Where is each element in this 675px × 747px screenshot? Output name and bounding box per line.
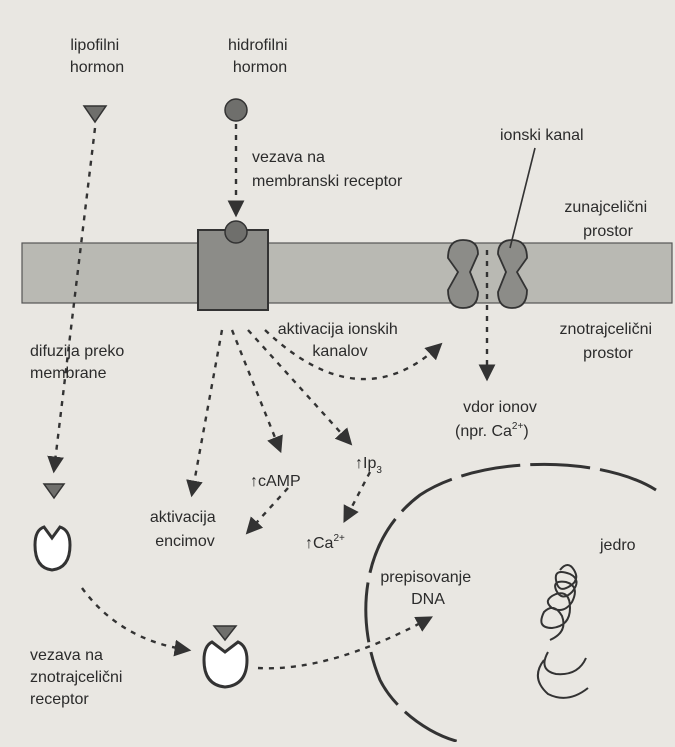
label-ion-influx-example: (npr. Ca2+) — [455, 421, 529, 440]
label-diffusion: difuzija preko membrane — [30, 343, 129, 382]
label-intracellular-space: znotrajcelični prostor — [560, 321, 657, 362]
label-dna-transcription: prepisovanje DNA — [380, 569, 475, 608]
bound-hydrophilic-hormone — [225, 221, 247, 243]
label-calcium: ↑Ca2+ — [305, 533, 345, 552]
arrow-receptor-binding — [82, 588, 188, 650]
nucleus-envelope — [366, 464, 656, 742]
bound-intracellular-receptor — [204, 642, 247, 687]
label-ion-influx: vdor ionov — [463, 399, 537, 416]
pathway-arrows — [54, 124, 487, 668]
label-intracellular-receptor-binding: vezava na znotrajcelični receptor — [30, 647, 127, 708]
label-hydrophilic: hidrofilni hormon — [228, 37, 292, 76]
label-nucleus: jedro — [599, 537, 636, 554]
hormone-intracellular — [44, 484, 64, 498]
label-camp: ↑cAMP — [250, 473, 301, 490]
arrow-transcription — [258, 618, 430, 668]
label-ion-channel: ionski kanal — [500, 127, 584, 144]
dna-strand — [538, 565, 588, 698]
intracellular-receptor — [35, 527, 70, 570]
arrow-camp — [232, 330, 280, 450]
arrow-enzymes — [192, 330, 222, 494]
hydrophilic-hormone — [225, 99, 247, 121]
hormone-bound-intracellular — [214, 626, 236, 640]
arrow-camp-enzymes — [248, 488, 288, 532]
label-ion-channel-activation: aktivacija ionskih kanalov — [278, 321, 403, 360]
ion-channel-pointer — [510, 148, 535, 248]
lipophilic-hormone — [84, 106, 106, 122]
arrow-ip3-ca — [345, 472, 370, 520]
label-membrane-receptor-binding: vezava na membranski receptor — [252, 149, 403, 190]
label-enzyme-activation: aktivacija encimov — [150, 509, 220, 550]
label-lipophilic: lipofilni hormon — [70, 37, 124, 76]
label-extracellular-space: zunajcelični prostor — [564, 199, 651, 240]
cell-membrane — [22, 243, 672, 303]
